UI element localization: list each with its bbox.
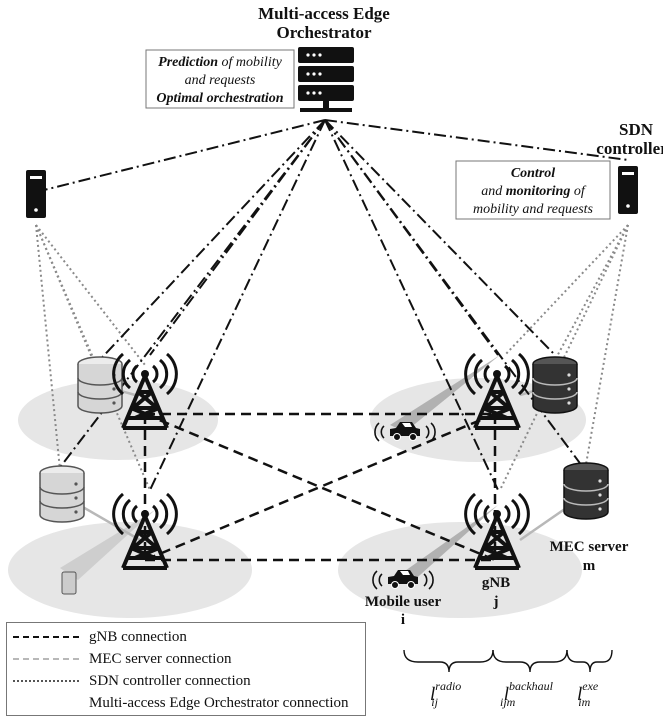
mec-server-m-icon: [563, 462, 609, 520]
sdn-note-line2: and monitoring of: [481, 184, 587, 199]
gnb-connections: [143, 412, 497, 562]
orchestrator-server-icon: [298, 47, 354, 112]
legend-swatch-sdn: [13, 680, 79, 682]
orchestrator-title-line1: Multi-access Edge: [258, 4, 390, 23]
mec-server-index: m: [583, 558, 596, 574]
orchestrator-note-line2: and requests: [185, 73, 256, 88]
latency-braces: [403, 649, 613, 673]
cell-top-left: [18, 380, 218, 460]
sdn-note-box: [455, 160, 611, 220]
orchestrator-title-line2: Orchestrator: [276, 23, 371, 42]
legend-label-orchestrator: Multi-access Edge Orchestrator connectio…: [89, 695, 349, 711]
legend-item-mec: MEC server connection: [13, 649, 363, 669]
mobile-user-index: i: [401, 612, 405, 628]
legend-item-orchestrator: Multi-access Edge Orchestrator connectio…: [13, 693, 363, 713]
sdn-connections: [35, 224, 629, 491]
legend-item-gnb: gNB connection: [13, 627, 363, 647]
sdn-controller-pc-icon: [618, 166, 638, 214]
mec-server-top-right-icon: [532, 356, 578, 414]
sdn-note-line3: mobility and requests: [473, 202, 594, 217]
radio-beam-bottom-right: [395, 505, 498, 584]
sdn-title-line2: controller: [596, 139, 663, 158]
phone-bottom-left-icon: [61, 571, 77, 595]
legend-swatch-mec: [13, 658, 79, 660]
radio-beam-bottom-left: [60, 510, 155, 580]
sdn-note-line1: Control: [511, 166, 555, 181]
gnb-index: j: [493, 594, 499, 610]
orchestrator-note-line1: Prediction of mobility: [158, 55, 282, 70]
mec-server-label: MEC server: [550, 539, 629, 555]
orchestrator-note-line3: Optimal orchestration: [156, 91, 283, 106]
legend-label-mec: MEC server connection: [89, 651, 232, 667]
sdn-title-line1: SDN: [619, 120, 654, 139]
mec-server-bottom-left-icon: [39, 465, 85, 523]
legend-label-gnb: gNB connection: [89, 629, 187, 645]
legend: gNB connection MEC server connection SDN…: [6, 622, 366, 716]
gnb-label: gNB: [482, 575, 510, 591]
mobile-user-label: Mobile user: [365, 594, 442, 610]
legend-label-sdn: SDN controller connection: [89, 673, 251, 689]
legend-swatch-gnb: [13, 636, 79, 638]
orchestrator-note-box: [145, 49, 295, 109]
left-controller-pc-icon: [26, 170, 46, 218]
legend-item-sdn: SDN controller connection: [13, 671, 363, 691]
cell-bottom-right: [338, 522, 582, 618]
